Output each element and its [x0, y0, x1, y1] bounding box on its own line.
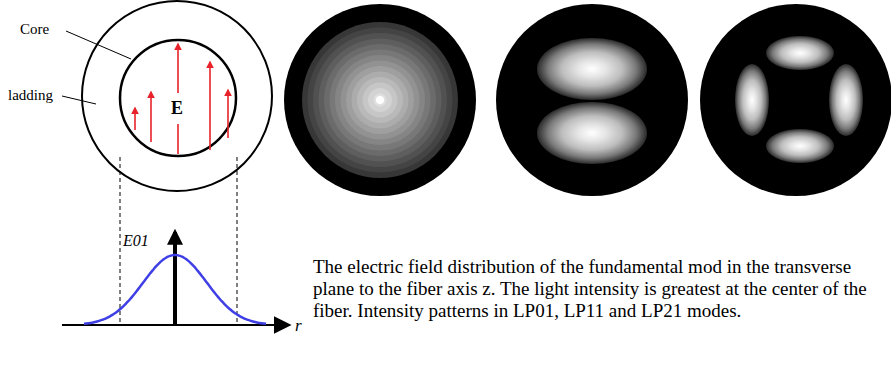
field-arrow — [150, 92, 152, 142]
dashed-guide — [120, 157, 121, 325]
field-arrow — [177, 44, 179, 93]
part-label: ladding — [8, 88, 53, 103]
field-arrow — [209, 62, 211, 150]
lp01-pattern — [284, 4, 476, 196]
dashed-guide — [237, 157, 238, 325]
field-profile-plot — [62, 157, 288, 325]
e-axis — [173, 232, 177, 325]
lp21-pattern — [700, 4, 891, 196]
part-label: Core — [20, 22, 49, 37]
lp11-pattern — [496, 4, 688, 196]
leader-line — [66, 31, 131, 59]
fiber-cross-section — [62, 1, 272, 191]
field-arrow — [134, 108, 136, 130]
field-symbol: E — [171, 99, 183, 117]
field-curve — [84, 255, 266, 324]
cladding-circle — [82, 1, 272, 191]
field-arrows — [135, 44, 228, 154]
core-circle — [120, 40, 236, 156]
caption: The electric field distribution of the f… — [313, 256, 873, 322]
field-arrow — [177, 124, 179, 154]
leader-line — [62, 96, 96, 104]
field-arrow — [227, 90, 229, 138]
axis-label: r — [295, 317, 302, 334]
axis-label: E01 — [123, 233, 149, 249]
